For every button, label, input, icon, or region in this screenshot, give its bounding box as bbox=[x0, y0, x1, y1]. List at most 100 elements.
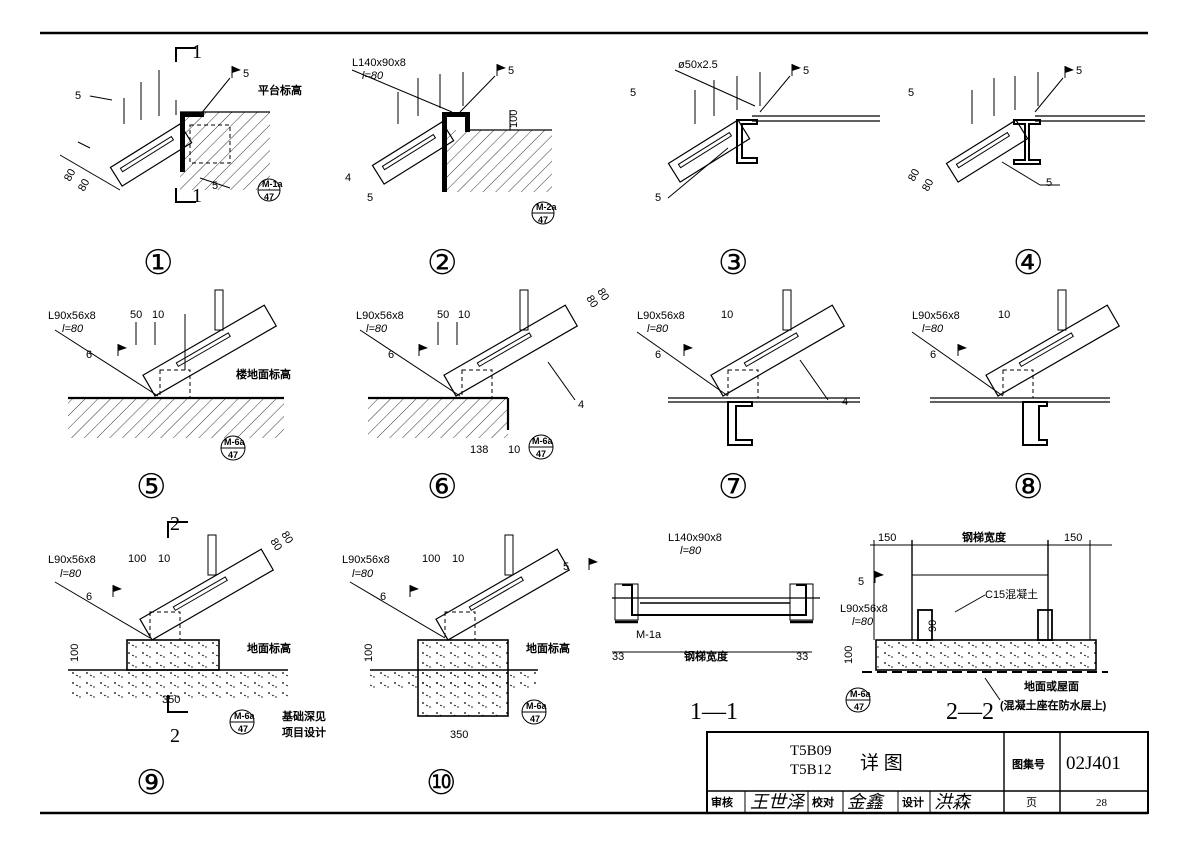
d6-label: 138 bbox=[470, 444, 488, 456]
d6-label: l=80 bbox=[366, 323, 388, 335]
drawing-code: T5B09 bbox=[790, 743, 832, 759]
d9-label: 80 bbox=[267, 536, 284, 553]
d10-label: 项目设计 bbox=[282, 725, 326, 739]
s22-label: 90 bbox=[927, 620, 939, 632]
d9-label: 6 bbox=[86, 591, 92, 603]
detail-ref-top: M-6a bbox=[850, 689, 871, 699]
d4-label: 5 bbox=[1046, 177, 1052, 189]
detail-2 bbox=[351, 63, 555, 225]
d10-label: 10 bbox=[452, 553, 464, 565]
d9-label: 地面标高 bbox=[247, 641, 291, 655]
d2-label: 4 bbox=[345, 172, 351, 184]
design-label: 设计 bbox=[902, 795, 924, 809]
d1-label: 5 bbox=[212, 180, 218, 192]
detail-ref-top: M-6a bbox=[234, 711, 255, 721]
s22-label: L90x56x8 bbox=[840, 603, 888, 615]
section-title-1-1: 1—1 bbox=[690, 699, 738, 725]
atlas-number: 02J401 bbox=[1066, 753, 1121, 774]
detail-ref-bottom: 47 bbox=[238, 724, 248, 734]
d6-label: 6 bbox=[388, 349, 394, 361]
d9-label: L90x56x8 bbox=[48, 554, 96, 566]
atlas-label: 图集号 bbox=[1012, 757, 1045, 771]
page-number: 28 bbox=[1096, 797, 1108, 809]
detail-5 bbox=[54, 289, 284, 461]
d9-label: 80 bbox=[278, 529, 295, 546]
s22-label: 地面或屋面 bbox=[1024, 679, 1079, 693]
d7-label: 10 bbox=[721, 309, 733, 321]
detail-ref-bottom: 47 bbox=[228, 450, 238, 460]
d6-label: 80 bbox=[594, 286, 611, 303]
s22-label: l=80 bbox=[852, 616, 874, 628]
d1-label: 80 bbox=[76, 177, 92, 193]
d7-label: l=80 bbox=[647, 323, 669, 335]
s11-label: 33 bbox=[612, 651, 624, 663]
s22-label: 150 bbox=[1064, 532, 1082, 544]
detail-4 bbox=[945, 65, 1145, 186]
d2-label: 100 bbox=[508, 110, 520, 128]
d6-label: L90x56x8 bbox=[356, 310, 404, 322]
d5-label: 10 bbox=[152, 309, 164, 321]
labels: 5 5 平台标高 5 80 80 1 1 M-1a 47 ① L140x90x8… bbox=[48, 41, 1121, 813]
detail-7 bbox=[636, 289, 860, 446]
d4-label: 5 bbox=[1076, 65, 1082, 77]
detail-ref-bottom: 47 bbox=[264, 192, 274, 202]
detail-number-10: ⑩ bbox=[426, 765, 456, 802]
d5-label: 6 bbox=[86, 349, 92, 361]
detail-3 bbox=[667, 63, 880, 199]
detail-ref-bottom: 47 bbox=[854, 702, 864, 712]
d9-label: l=80 bbox=[60, 568, 82, 580]
d10-label: l=80 bbox=[352, 568, 374, 580]
s22-label: 150 bbox=[878, 532, 896, 544]
detail-number-3: ③ bbox=[718, 245, 748, 282]
detail-number-7: ⑦ bbox=[718, 469, 748, 506]
d8-label: 10 bbox=[998, 309, 1010, 321]
s11-label: 钢梯宽度 bbox=[684, 649, 729, 663]
d9-label: 100 bbox=[69, 644, 81, 662]
detail-number-4: ④ bbox=[1013, 245, 1043, 282]
d6-label: 4 bbox=[578, 399, 584, 411]
d8-label: L90x56x8 bbox=[912, 310, 960, 322]
d9-label: 350 bbox=[162, 694, 180, 706]
d7-label: L90x56x8 bbox=[637, 310, 685, 322]
d5-label: l=80 bbox=[62, 323, 84, 335]
detail-number-9: ⑨ bbox=[136, 765, 166, 802]
d6-label: 50 bbox=[437, 309, 449, 321]
detail-number-6: ⑥ bbox=[427, 469, 457, 506]
s11-label: L140x90x8 bbox=[668, 532, 722, 544]
d1-label: 80 bbox=[62, 167, 78, 183]
d7-label: 4 bbox=[842, 396, 848, 408]
detail-ref-bottom: 47 bbox=[530, 714, 540, 724]
d4-label: 80 bbox=[906, 167, 922, 183]
d3-label: ø50x2.5 bbox=[678, 59, 718, 71]
detail-6 bbox=[359, 289, 579, 460]
detail-ref-top: M-6a bbox=[224, 437, 245, 447]
d2-label: L140x90x8 bbox=[352, 57, 406, 69]
d1-label: 5 bbox=[75, 90, 81, 102]
detail-ref-top: M-6a bbox=[526, 701, 547, 711]
s11-label: 33 bbox=[796, 651, 808, 663]
d2-label: 5 bbox=[367, 192, 373, 204]
detail-number-5: ⑤ bbox=[136, 469, 166, 506]
title-block bbox=[706, 731, 1149, 814]
detail-number-8: ⑧ bbox=[1013, 469, 1043, 506]
detail-ref-top: M-1a bbox=[262, 179, 283, 189]
detail-ref-top: M-2a bbox=[536, 202, 557, 212]
detail-number-2: ② bbox=[427, 245, 457, 282]
d10-label: 100 bbox=[422, 553, 440, 565]
drawing-code: T5B12 bbox=[790, 762, 832, 778]
d4-label: 5 bbox=[908, 87, 914, 99]
d5-label: 楼地面标高 bbox=[236, 367, 291, 381]
s22-label: 钢梯宽度 bbox=[962, 530, 1007, 544]
detail-8 bbox=[911, 289, 1121, 446]
s22-label: 100 bbox=[843, 646, 855, 664]
detail-ref-top: M-6a bbox=[532, 436, 553, 446]
d2-label: 5 bbox=[508, 65, 514, 77]
d3-label: 5 bbox=[655, 192, 661, 204]
d9-label: 100 bbox=[128, 553, 146, 565]
section-mark: 2 bbox=[170, 725, 180, 747]
s11-label: l=80 bbox=[680, 545, 702, 557]
d3-label: 5 bbox=[630, 87, 636, 99]
review-label: 审核 bbox=[711, 795, 733, 809]
detail-ref-bottom: 47 bbox=[538, 215, 548, 225]
